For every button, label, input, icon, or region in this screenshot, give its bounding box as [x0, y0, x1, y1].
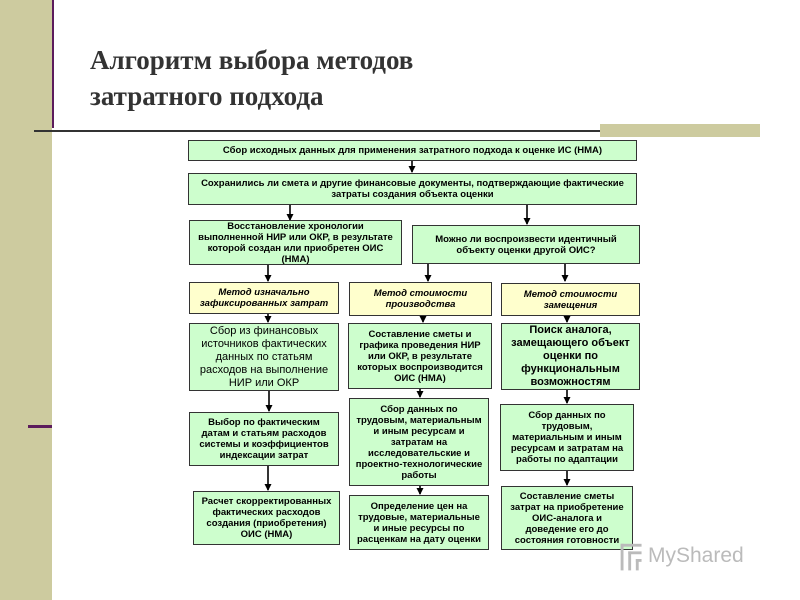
col2-compose-estimate: Составление сметы и графика проведения Н…	[348, 323, 492, 389]
col1-collect-financial-data: Сбор из финансовых источников фактически…	[189, 323, 339, 391]
slide-title-line-2: затратного подхода	[90, 81, 324, 111]
slide-title-line-1: Алгоритм выбора методов	[90, 45, 414, 75]
flow-step-collect-initial-data: Сбор исходных данных для применения затр…	[188, 140, 637, 161]
left-accent-line-top	[52, 0, 54, 128]
flow-question-documents-preserved: Сохранились ли смета и другие финансовые…	[188, 173, 637, 205]
watermark-logo-icon	[620, 543, 642, 571]
col2-collect-resource-data: Сбор данных по трудовым, материальным и …	[349, 398, 489, 486]
col3-search-analog: Поиск аналога, замещающего объект оценки…	[501, 323, 640, 390]
flow-step-restore-chronology: Восстановление хронологии выполненной НИ…	[189, 220, 402, 265]
col2-determine-prices: Определение цен на трудовые, материальны…	[349, 495, 489, 550]
title-accent-block	[600, 124, 760, 137]
title-underline	[34, 130, 758, 132]
method-initially-recorded-costs: Метод изначально зафиксированных затрат	[189, 282, 339, 314]
watermark-text: MyShared	[648, 544, 744, 567]
method-replacement-cost: Метод стоимости замещения	[501, 283, 640, 316]
col3-compose-analog-estimate: Составление сметы затрат на приобретение…	[501, 486, 633, 550]
left-decorative-bar	[0, 0, 52, 600]
col1-calculate-adjusted-costs: Расчет скорректированных фактических рас…	[193, 491, 340, 545]
slide-title: Алгоритм выбора методов затратного подхо…	[90, 42, 413, 114]
flow-question-reproduce-identical: Можно ли воспроизвести идентичный объект…	[412, 225, 640, 264]
left-accent-line-bottom	[28, 425, 52, 428]
method-production-cost: Метод стоимости производства	[349, 282, 492, 316]
col1-select-indexation: Выбор по фактическим датам и статьям рас…	[189, 412, 339, 466]
col3-collect-adaptation-data: Сбор данных по трудовым, материальным и …	[500, 404, 634, 471]
